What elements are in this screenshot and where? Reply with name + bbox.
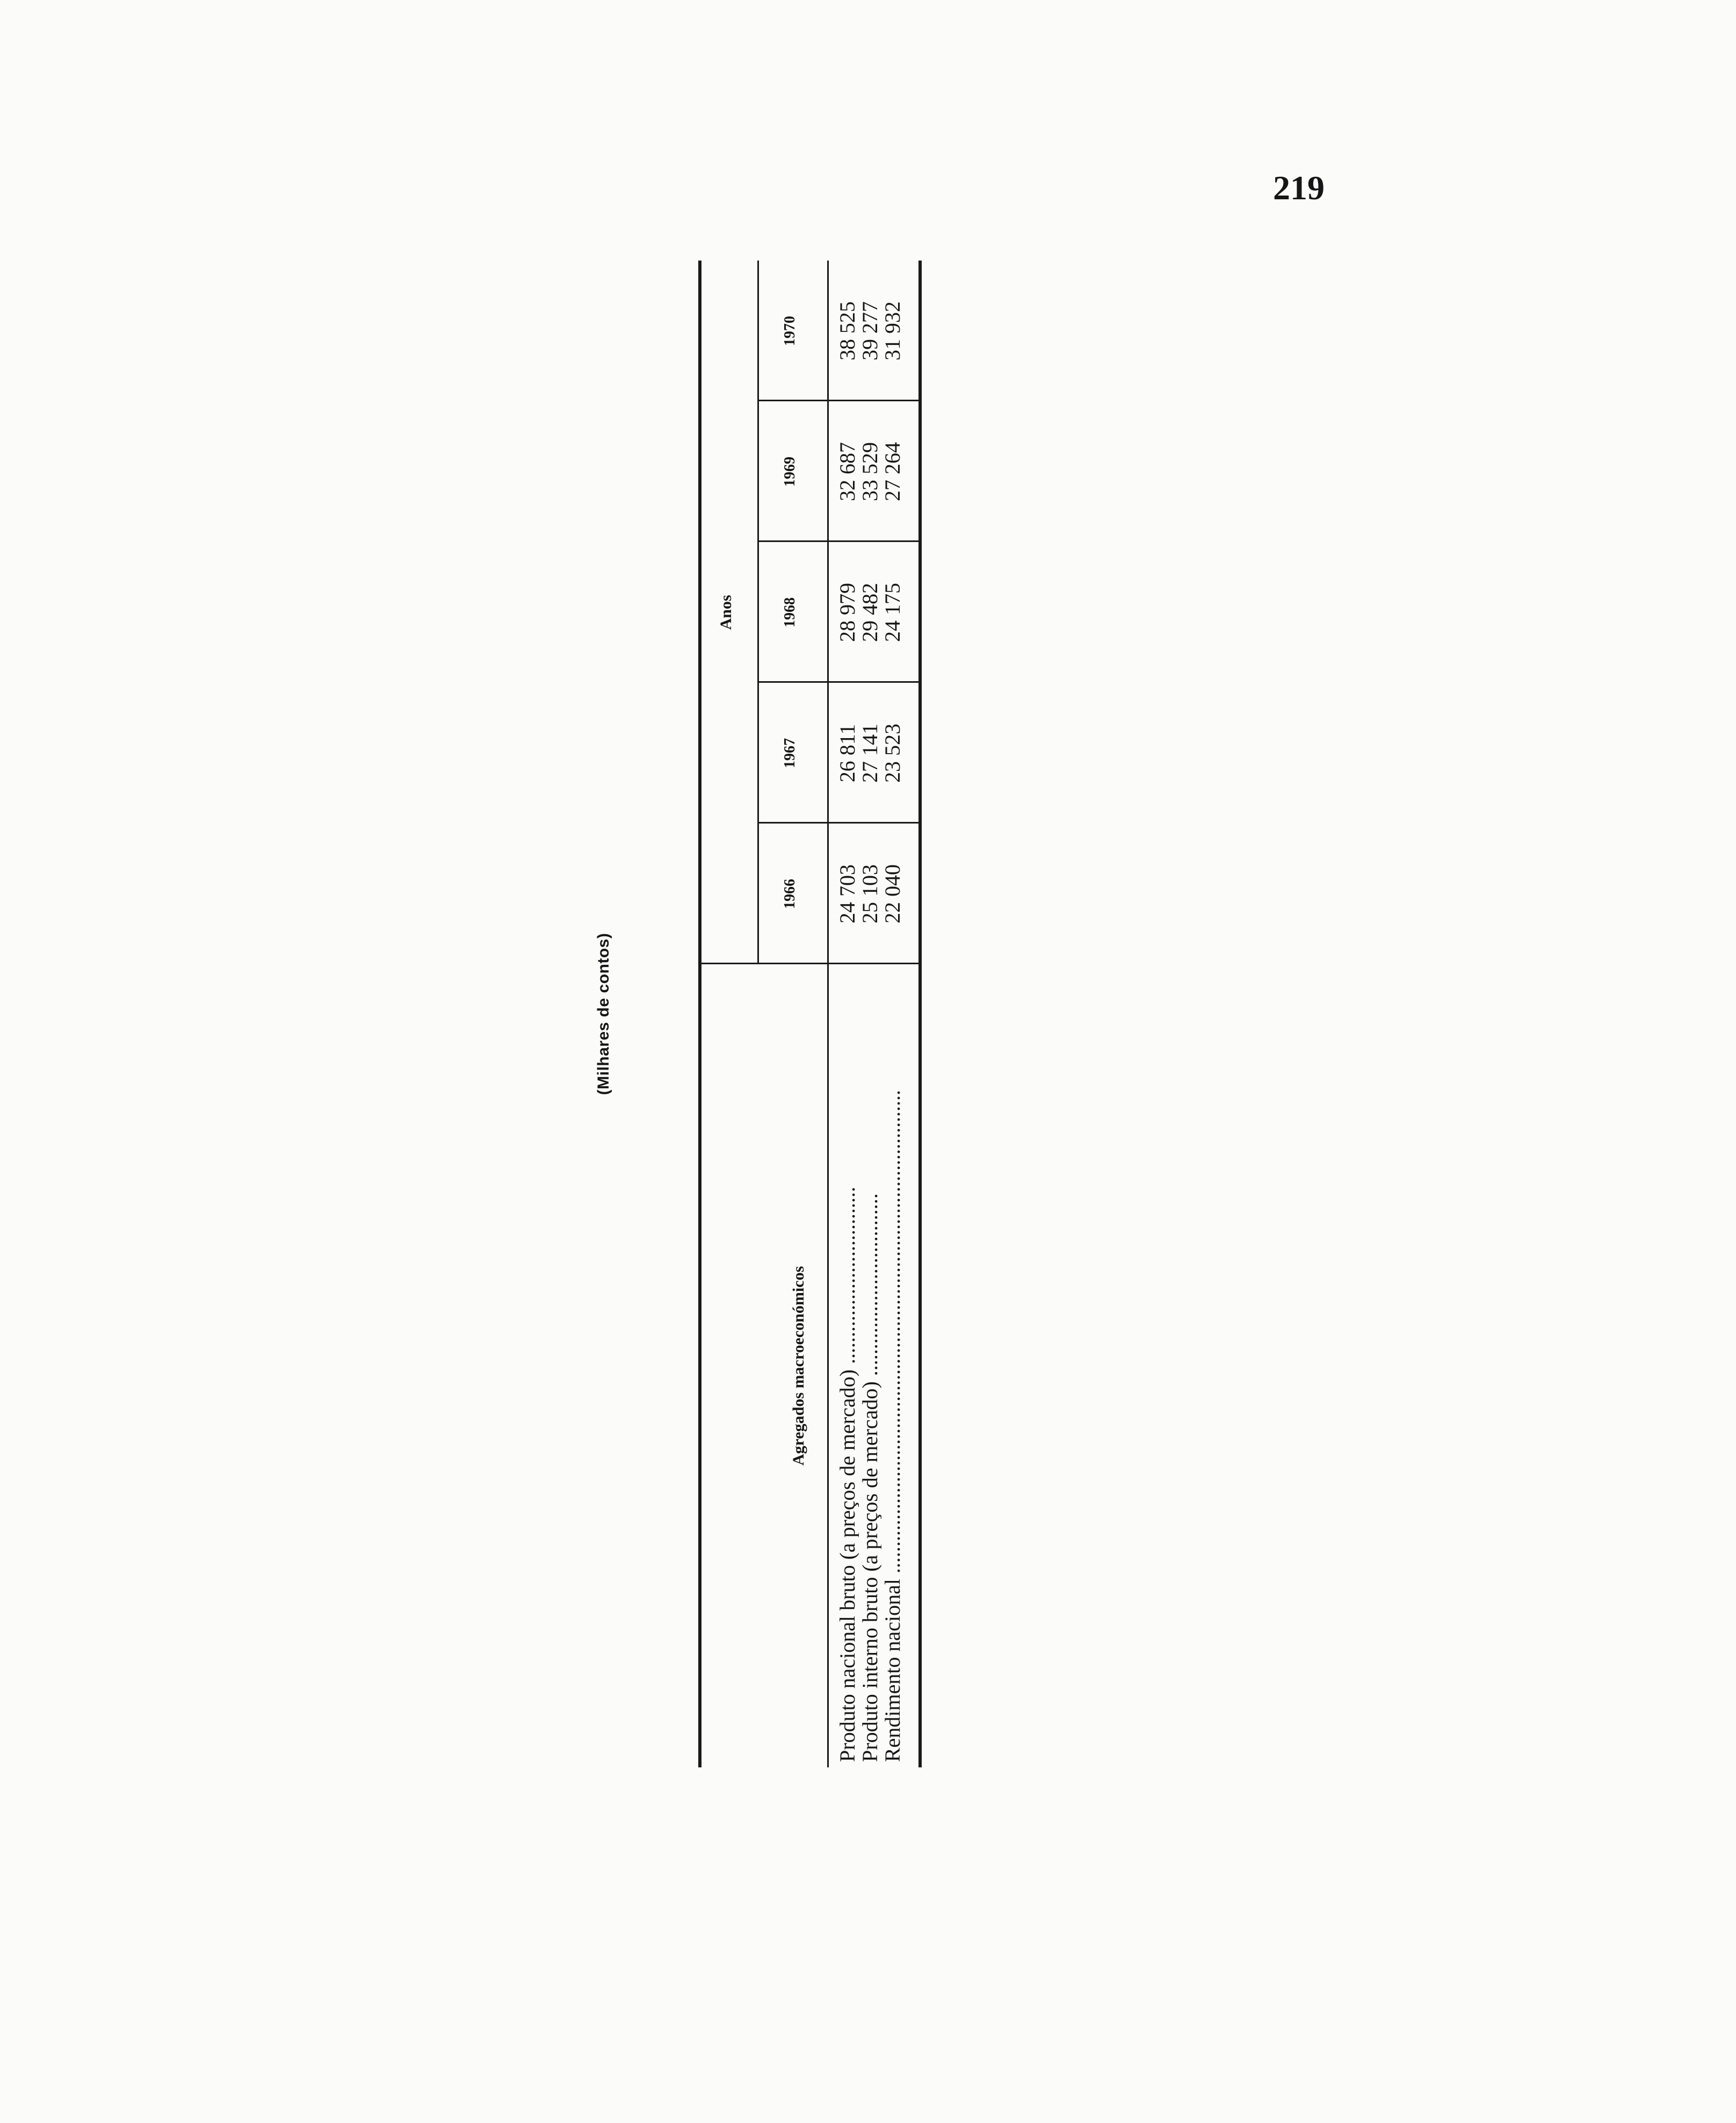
row-label: Produto interno bruto (a preços de merca…: [859, 1193, 881, 1762]
row-label: Produto nacional bruto (a preços de merc…: [836, 1187, 859, 1762]
values-1969: 32 687 33 529 27 264: [835, 401, 905, 542]
table-cell: 27 264: [880, 442, 905, 501]
page-number: 219: [1273, 169, 1325, 207]
table-cell: 31 932: [880, 301, 905, 360]
year-header-1966: 1966: [782, 879, 798, 909]
table-cell: 33 529: [858, 442, 882, 501]
table-cell: 24 703: [835, 864, 859, 923]
table-cell: 29 482: [858, 583, 882, 642]
table-cell: 24 175: [880, 583, 905, 642]
table-cell: 27 141: [858, 724, 882, 783]
table-cell: 38 525: [835, 301, 859, 360]
table-cell: 22 040: [880, 864, 905, 923]
year-header-1967: 1967: [782, 738, 798, 768]
table-cell: 26 811: [835, 724, 859, 783]
table-cell: 28 979: [835, 583, 859, 642]
table-cell: 25 103: [858, 864, 882, 923]
anos-underline: [757, 261, 759, 964]
values-1970: 38 525 39 277 31 932: [835, 261, 905, 401]
table-cell: 23 523: [880, 724, 905, 783]
year-header-1970: 1970: [782, 316, 798, 346]
values-1967: 26 811 27 141 23 523: [835, 683, 905, 824]
row-labels: Produto nacional bruto (a preços de merc…: [836, 967, 904, 1762]
row-label: Rendimento nacional ....................…: [881, 1089, 904, 1762]
macroeconomic-table: Agregados macroeconómicos Anos 1966 1967…: [647, 261, 959, 1767]
unit-note: (Milhares de contos): [595, 933, 612, 1095]
year-header-1969: 1969: [782, 457, 798, 487]
values-1966: 24 703 25 103 22 040: [835, 824, 905, 964]
rotated-table-block: (Milhares de contos) Agregados macroecon…: [588, 261, 975, 1767]
year-header-1968: 1968: [782, 597, 798, 627]
table-cell: 32 687: [835, 442, 859, 501]
group-header-anos: Anos: [717, 595, 735, 630]
row-header: Agregados macroeconómicos: [790, 1266, 807, 1466]
table-bottom-rule: [918, 261, 922, 1767]
header-bottom-rule: [827, 261, 829, 1767]
table-cell: 39 277: [858, 301, 882, 360]
values-1968: 28 979 29 482 24 175: [835, 542, 905, 683]
table-top-rule: [698, 261, 701, 1767]
